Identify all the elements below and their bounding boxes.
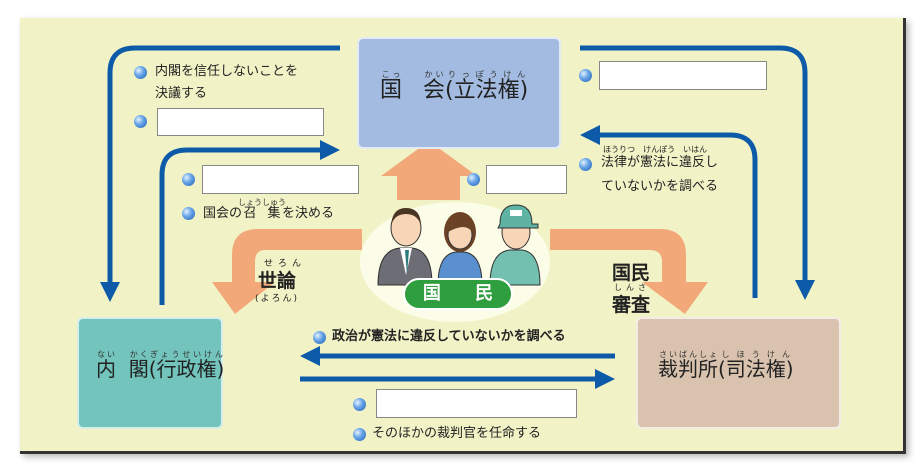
man-in-suit — [377, 208, 433, 286]
blank-answer-box-2[interactable] — [202, 165, 359, 194]
court-title: 裁判所さいばんしょ(司法権)しほうけん — [658, 350, 794, 381]
law-check-ruby: ほうりつ けんぽう いはん — [603, 145, 708, 154]
blank-answer-box-5[interactable] — [376, 389, 577, 418]
woman — [437, 212, 483, 286]
arrow-legislature-to-court — [580, 45, 815, 300]
review-label-2: 審査 — [612, 294, 651, 316]
people-badge: 国 民 — [403, 278, 513, 310]
legislature-title: 国こっ 会かい(立法権)りっぽうけん — [380, 70, 529, 103]
cabinet-title: 内ない 閣かく(行政権)ぎょうせいけん — [96, 350, 225, 381]
blank-answer-box-4[interactable] — [599, 61, 767, 90]
public-opinion-alt: (よろん) — [255, 294, 300, 304]
public-opinion-label: 世論 — [258, 270, 297, 292]
legislature-box[interactable] — [357, 37, 561, 149]
review-label-1: 国民 — [612, 262, 651, 284]
people-illustration — [377, 204, 541, 286]
convene-label: 国会の召集しょうしゅうを決める — [203, 198, 335, 221]
blank-answer-box-1[interactable] — [157, 108, 324, 136]
arrow-people-to-cabinet — [212, 229, 362, 314]
bullet-icon — [579, 69, 592, 82]
bullet-icon — [313, 331, 326, 344]
bullet-icon — [134, 66, 147, 79]
bullet-icon — [182, 173, 195, 186]
bullet-icon — [182, 207, 195, 220]
review-ruby: しんさ — [614, 283, 650, 292]
arrow-people-to-legislature — [381, 141, 477, 200]
law-check-label-2: ていないかを調べる — [601, 179, 719, 194]
blank-answer-box-3[interactable] — [486, 165, 567, 194]
worker — [489, 204, 541, 286]
appoint-judges-label: そのほかの裁判官を任命する — [372, 426, 542, 441]
bullet-icon — [467, 173, 480, 186]
arrow-cabinet-to-legislature — [159, 140, 340, 305]
arrow-court-to-legislature — [580, 125, 758, 298]
bullet-icon — [353, 428, 366, 441]
public-opinion-ruby: せろん — [264, 259, 307, 269]
bullet-icon — [579, 158, 592, 171]
bullet-icon — [134, 115, 147, 128]
court-box[interactable] — [636, 317, 841, 429]
bullet-icon — [353, 398, 366, 411]
arrow-people-to-court — [550, 229, 708, 314]
cabinet-box[interactable] — [77, 317, 223, 429]
politics-check-label: 政治が憲法に違反していないかを調べる — [332, 329, 566, 344]
no-confidence-label-1: 内閣を信任しないことを — [155, 64, 299, 79]
no-confidence-label-2: 決議する — [155, 86, 208, 101]
arrow-legislature-to-cabinet — [100, 45, 340, 302]
law-check-label-1: 法律が憲法に違反し — [601, 155, 719, 170]
